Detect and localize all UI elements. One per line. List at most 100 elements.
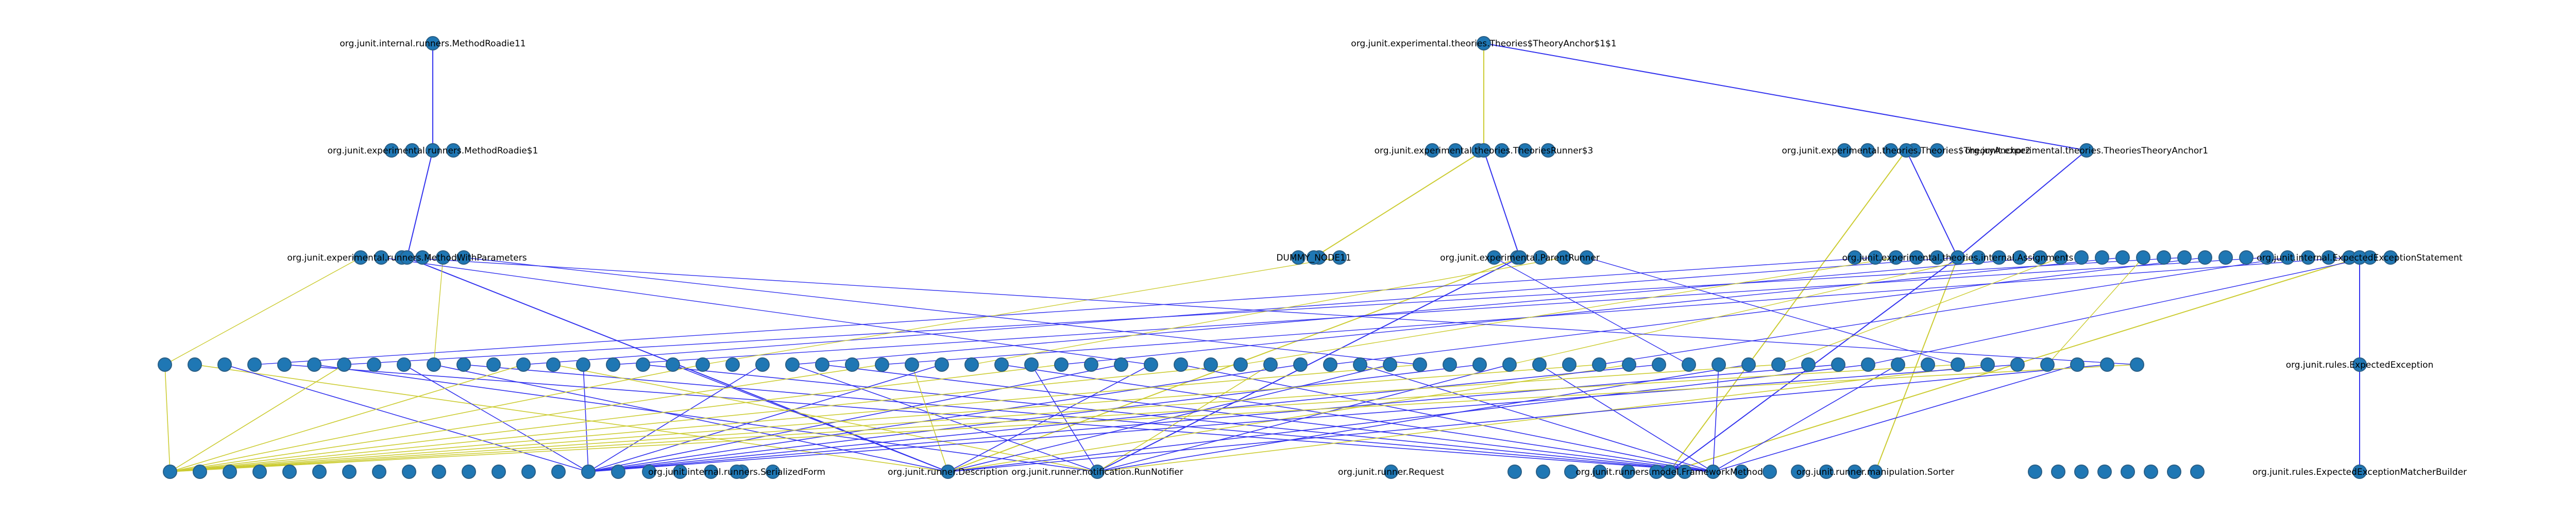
graph-node [462,465,476,479]
node-dot [2352,250,2367,265]
node-label: org.junit.runner.Description [888,467,1008,477]
node-dot [426,36,440,50]
graph-node [193,465,207,479]
graph-node [1291,250,1306,265]
edge [1097,257,1520,472]
graph-node: org.junit.internal.runners.MethodRoadie1… [340,36,526,50]
graph-node [1448,143,1463,158]
edge [170,364,2138,472]
edge [672,364,948,472]
graph-node [1323,357,1337,372]
graph-node [546,357,561,372]
graph-node [2095,250,2109,265]
graph-node [2157,250,2171,265]
edge [1778,257,2061,365]
graph-node: org.junit.experimental.theories.Theories… [1375,143,1593,158]
graph-node [1383,357,1397,372]
graph-node [1556,250,1571,265]
edge [1097,364,1988,472]
graph-node [384,143,399,158]
edge [1330,257,2206,365]
edge [947,364,1869,472]
graph-node [307,357,321,372]
edge [406,150,433,258]
graph-node [2121,465,2135,479]
graph-node: org.junit.experimental.theories.Theories… [1965,143,2208,158]
node-dot [1899,143,1913,158]
graph-node: org.junit.runner.manipulation.Sorter [1797,465,1954,479]
graph-node [1980,357,1995,372]
graph-node [964,357,979,372]
graph-node [636,357,650,372]
graph-node [666,357,680,372]
edge [381,257,1151,365]
graph-node [2260,250,2274,265]
edge [284,364,1714,472]
edge [170,364,1241,472]
node-dot [426,143,440,158]
filler-edges [164,257,2370,472]
edge [822,364,1714,472]
graph-node [875,357,889,372]
edge [433,257,444,365]
graph-node [2100,357,2114,372]
edge [1599,257,2288,365]
graph-node [1909,250,1924,265]
edge [613,257,2267,365]
graph-node [158,357,172,372]
node-dot [1513,250,1527,265]
graph-node: org.junit.runner.notification.RunNotifie… [1011,465,1183,479]
edge [1868,257,2370,365]
graph-node [1592,357,1606,372]
graph-node [353,250,368,265]
edge [1360,364,1714,472]
graph-node [1621,465,1635,479]
edge [164,257,361,365]
graph-node [1677,465,1692,479]
graph-node [2074,250,2089,265]
edge [1539,364,1714,472]
graph-node [606,357,620,372]
graph-node [1860,143,1875,158]
graph-node [815,357,829,372]
graph-node [1868,250,1883,265]
graph-node [766,465,780,479]
edge [947,364,1151,472]
graph-node [1861,357,1875,372]
graph-node [2074,465,2089,479]
graph-node [1174,357,1188,372]
graph-node [1472,357,1487,372]
graph-node [1837,143,1852,158]
graph-node [1930,250,1944,265]
graph-node: org.junit.experimental.runners.MethodRoa… [328,143,538,158]
graph-node [367,357,381,372]
graph-node: org.junit.rules.ExpectedExceptionMatcher… [2252,465,2467,479]
graph-node [1536,465,1550,479]
edge [224,364,589,472]
graph-node: org.junit.runner.Request [1338,465,1444,479]
graph-node [2144,465,2158,479]
graph-node [1502,357,1517,372]
edge [1483,150,1520,258]
node-dot [1477,143,1491,158]
graph-node [1332,250,1347,265]
graph-node [397,357,411,372]
graph-node [2012,250,2027,265]
graph-node [1622,357,1636,372]
graph-node [446,143,461,158]
graph-node [1682,357,1696,372]
node-dot [941,465,955,479]
edge [702,257,1340,365]
edge [1180,364,1714,472]
edge [1875,257,1958,472]
graph-node: org.junit.runners.model.FrameworkMethod [1575,465,1763,479]
graph-node [1144,357,1158,372]
node-dot [1384,465,1398,479]
graph-node [2028,465,2042,479]
graph-node [1495,143,1509,158]
edge [523,257,1958,365]
edge [170,364,1779,472]
graph-node [1233,357,1248,372]
node-label: org.junit.experimental.runners.MethodRoa… [328,146,538,156]
